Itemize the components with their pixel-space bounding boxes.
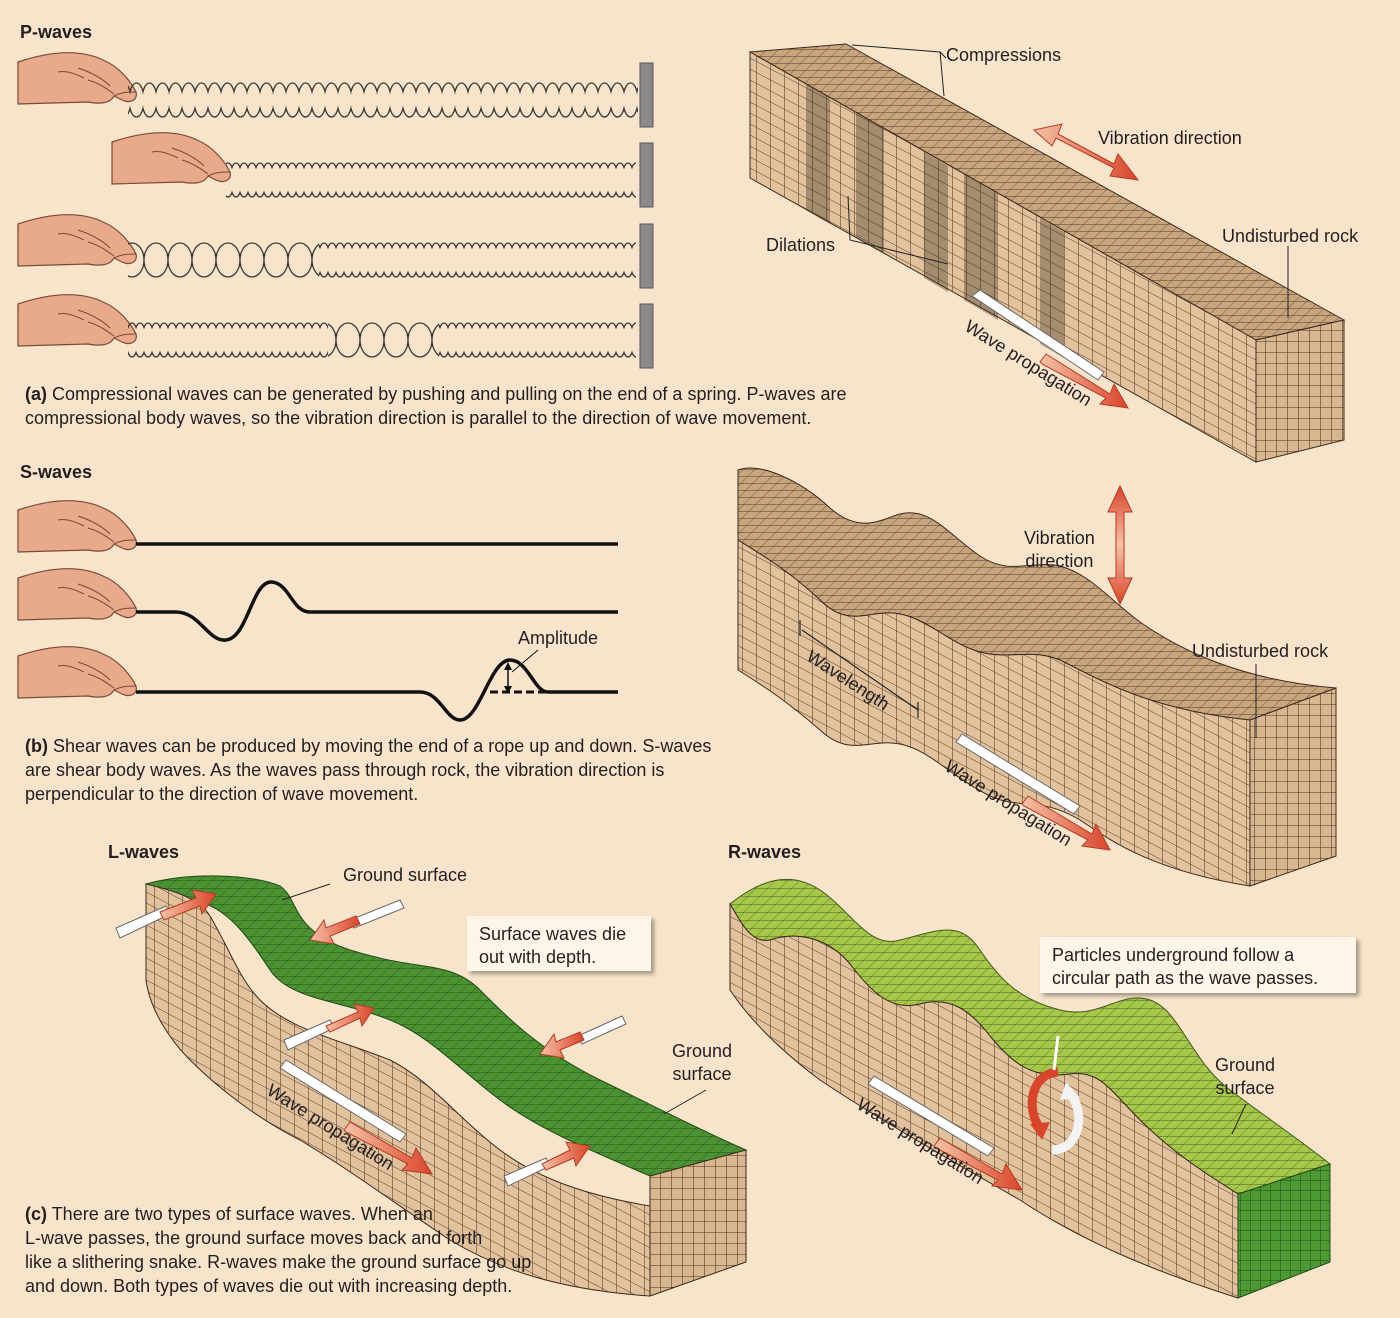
l-ground-surface-leader: [663, 1089, 707, 1115]
caption-c-line-3: like a slithering snake. R-waves make th…: [25, 1252, 532, 1272]
s-wave-propagation-arrow: [955, 733, 1111, 851]
caption-a-line-2: compressional body waves, so the vibrati…: [25, 408, 812, 428]
caption-a: (a) Compressional waves can be generated…: [25, 382, 945, 430]
s-vibration-direction-line-2: direction: [1025, 551, 1094, 571]
compressions-label: Compressions: [946, 45, 1062, 65]
caption-b-line-1: Shear waves can be produced by moving th…: [53, 736, 712, 756]
caption-b-letter: (b): [25, 736, 48, 756]
p-waves-heading: P-waves: [20, 22, 93, 42]
l-waves-heading: L-waves: [108, 842, 180, 862]
r-ground-surface-line-2: surface: [1215, 1078, 1275, 1098]
caption-b-line-3: perpendicular to the direction of wave m…: [25, 784, 419, 804]
l-ground-surface-leader-top: [281, 883, 331, 901]
surface-waves-note: Surface waves die out with depth.: [467, 916, 651, 971]
surface-waves-note-line-2: out with depth.: [479, 947, 597, 967]
l-ground-surface-label: Ground surface: [672, 1040, 732, 1086]
r-waves-heading: R-waves: [728, 842, 802, 862]
dilations-label: Dilations: [766, 235, 836, 255]
p-vibration-arrow: [1032, 123, 1140, 181]
l-wave-propagation-arrow: [279, 1059, 433, 1175]
caption-c: (c) There are two types of surface waves…: [25, 1202, 645, 1298]
s-undisturbed-rock-label: Undisturbed rock: [1192, 641, 1329, 661]
p-wave-propagation-arrow: [971, 289, 1129, 409]
s-vibration-direction-line-1: Vibration: [1024, 528, 1095, 548]
s-vibration-arrow: [1107, 484, 1133, 606]
l-ground-surface-line-2: surface: [672, 1064, 732, 1084]
caption-a-line-1: Compressional waves can be generated by …: [52, 384, 847, 404]
circular-path-icon: [1027, 1035, 1084, 1155]
particles-note: Particles underground follow a circular …: [1040, 937, 1356, 993]
caption-c-line-1: There are two types of surface waves. Wh…: [51, 1204, 433, 1224]
s-vibration-direction-label: Vibration direction: [1024, 527, 1095, 573]
p-wave-label-leaders: [847, 44, 1289, 318]
s-wave-rope-row-1: [17, 499, 618, 553]
p-wave-spring-row-3: [17, 213, 654, 289]
s-wave-rock-block: [737, 467, 1337, 887]
p-wave-spring-row-2: [111, 131, 654, 208]
wavelength-marker: [799, 620, 919, 718]
caption-a-letter: (a): [25, 384, 47, 404]
p-wave-rock-block: [748, 43, 1346, 463]
caption-c-line-4: and down. Both types of waves die out wi…: [25, 1276, 513, 1296]
l-ground-surface-top-label: Ground surface: [343, 865, 468, 885]
p-wave-spring-row-1: [17, 51, 654, 128]
r-ground-surface-label: Ground surface: [1215, 1054, 1275, 1100]
r-wave-propagation-arrow: [867, 1075, 1023, 1191]
caption-c-letter: (c): [25, 1204, 47, 1224]
s-wave-rope-row-3: [17, 645, 618, 722]
p-vibration-direction-label: Vibration direction: [1098, 128, 1242, 148]
l-ground-surface-line-1: Ground: [672, 1041, 733, 1061]
l-wave-vibration-arrows: [115, 889, 627, 1187]
surface-waves-note-line-1: Surface waves die: [479, 924, 627, 944]
p-undisturbed-rock-label: Undisturbed rock: [1222, 226, 1359, 246]
caption-c-line-2: L-wave passes, the ground surface moves …: [25, 1228, 483, 1248]
particles-note-line-1: Particles underground follow a: [1052, 945, 1295, 965]
s-waves-heading: S-waves: [20, 462, 93, 482]
caption-b: (b) Shear waves can be produced by movin…: [25, 734, 805, 806]
l-wave-block: [144, 875, 748, 1297]
amplitude-label: Amplitude: [518, 628, 599, 648]
r-wave-block: [729, 878, 1332, 1299]
r-ground-surface-leader: [1231, 1103, 1247, 1135]
caption-b-line-2: are shear body waves. As the waves pass …: [25, 760, 665, 780]
r-ground-surface-line-1: Ground: [1215, 1055, 1276, 1075]
particles-note-line-2: circular path as the wave passes.: [1052, 968, 1319, 988]
p-wave-spring-row-4: [17, 293, 654, 369]
s-wave-rope-row-2: [17, 567, 618, 642]
